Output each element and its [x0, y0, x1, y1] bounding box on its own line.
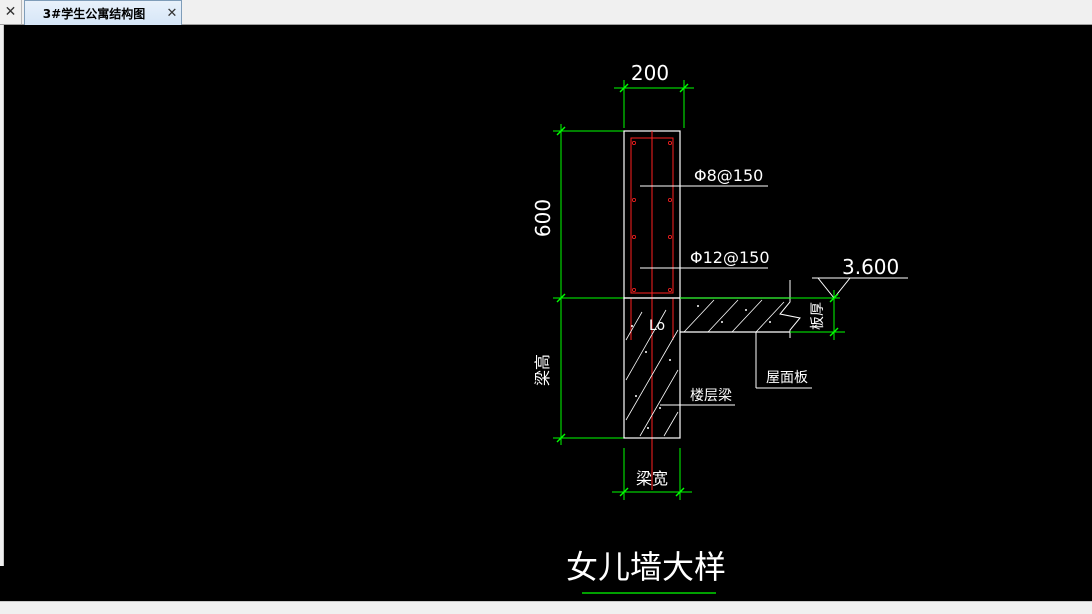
elevation-marker: 3.600 板厚	[680, 255, 908, 340]
tab-close-icon[interactable]: ✕	[166, 5, 178, 21]
elevation-text: 3.600	[842, 255, 899, 279]
left-ruler	[0, 25, 4, 566]
beam-height-label: 梁高	[533, 354, 552, 386]
beam-width-label: 梁宽	[636, 469, 668, 488]
rebar-mid-label: Φ12@150	[690, 248, 770, 267]
height-dimension: 600 梁高	[531, 124, 624, 445]
width-dim-text: 200	[631, 61, 669, 85]
drawing-canvas[interactable]: 200 600 梁高	[0, 25, 1092, 601]
rebar-top-label: Φ8@150	[694, 166, 763, 185]
parapet-wall: Φ8@150 Φ12@150	[623, 130, 770, 490]
slab-thickness-label: 板厚	[810, 302, 826, 330]
tab-bar: ✕ 3#学生公寓结构图 ✕	[0, 0, 1092, 25]
roof-slab-label: 屋面板	[766, 370, 808, 386]
floor-beam: Lo 楼层梁	[623, 297, 735, 439]
tab-drawing-label: 3#学生公寓结构图	[42, 6, 146, 21]
roof-slab: 屋面板	[680, 280, 812, 389]
parapet-detail-drawing: 200 600 梁高	[531, 61, 908, 594]
height-dim-text: 600	[531, 199, 555, 237]
width-dimension: 200	[614, 61, 694, 128]
beam-width-dimension: 梁宽	[612, 448, 692, 500]
status-bar	[0, 601, 1092, 614]
tab-drawing[interactable]: 3#学生公寓结构图 ✕	[24, 0, 182, 25]
drawing-title-group: 女儿墙大样	[566, 548, 726, 594]
drawing-title: 女儿墙大样	[566, 548, 726, 586]
floor-beam-label: 楼层梁	[690, 388, 732, 404]
close-icon[interactable]: ✕	[0, 0, 22, 24]
l0-label: Lo	[649, 318, 665, 334]
